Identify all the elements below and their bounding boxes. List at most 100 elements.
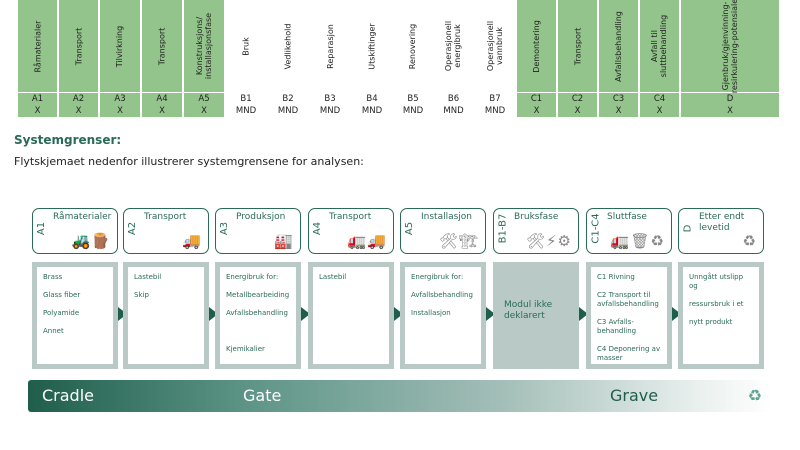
module-column-C4: Avfall til sluttbehandling C4 X (639, 0, 680, 118)
recycle-arrows-icon: ♻ (747, 386, 762, 405)
module-header: Avfallsbehandling (614, 10, 624, 82)
stage-content-C1-C4: C1 Rivning C2 Transport til avfallsbehand… (586, 262, 672, 369)
content-item: Avfallsbehandling (411, 291, 473, 299)
module-header: Gjenbruk/gjenvinning- resirkulering-pote… (721, 0, 739, 94)
stage-C1-C4: C1-C4 Sluttfase 🚛🗑♻ (586, 208, 672, 254)
factory-icon: 🏭 (274, 232, 294, 250)
module-column-A4: Transport A4 X (141, 0, 183, 118)
module-value: X (184, 105, 224, 117)
content-item: Lastebil (319, 273, 347, 281)
content-item: C1 Rivning (597, 273, 635, 281)
module-value: MND (443, 106, 464, 116)
stage-title: Produksjon (236, 212, 286, 222)
module-column-B6: Operasjonell energibruk B6 MND (433, 0, 474, 118)
module-column-A3: Tilvirkning A3 X (99, 0, 141, 118)
module-header: Vedlikehold (283, 23, 293, 69)
stage-title: Bruksfase (514, 212, 559, 222)
module-code: A2 (59, 93, 98, 105)
module-value: X (640, 105, 679, 117)
module-code: A1 (18, 93, 57, 105)
stage-D: D Etter endt levetid ♻ (678, 208, 764, 254)
module-value: X (517, 105, 556, 117)
arrow-right-icon (579, 307, 588, 321)
module-header: Utskiftinger (367, 22, 377, 70)
module-header: Demontering (532, 19, 541, 73)
arrow-right-icon (209, 307, 218, 321)
module-column-B1: Bruk B1 MND (225, 0, 267, 118)
dump-truck-bins-icon: 🚛🗑♻ (610, 232, 665, 250)
module-code: B2 (282, 94, 294, 104)
module-value: MND (277, 106, 299, 116)
content-item: Polyamide (43, 309, 80, 317)
module-code: C3 (599, 93, 638, 105)
module-header: Bruk (241, 36, 251, 56)
stage-A2: A2 Transport 🚚 (123, 208, 209, 254)
module-column-B7: Operasjonell vannbruk B7 MND (474, 0, 516, 118)
stage-code: A2 (127, 221, 139, 236)
arrow-right-icon (486, 307, 495, 321)
module-code: C4 (640, 93, 679, 105)
module-column-C2: Transport C2 X (557, 0, 598, 118)
content-item: Skip (134, 291, 149, 299)
module-header: Konstruksjons/ installasjonsfase (195, 12, 213, 80)
content-item: Annet (43, 327, 64, 335)
stage-code: A1 (36, 221, 48, 236)
raw-materials-icon: 🚜🪵 (71, 232, 111, 250)
stage-title: Etter endt levetid (699, 212, 745, 233)
content-item: C2 Transport til avfallsbehandling (597, 291, 659, 308)
recycle-icon: ♻ (742, 232, 757, 250)
module-header: Råmaterialer (33, 20, 43, 72)
grave-label: Grave (610, 386, 659, 405)
module-value: X (599, 105, 638, 117)
content-item: Kjemikalier (226, 345, 265, 353)
content-item: Brass (43, 273, 63, 281)
module-code: B7 (489, 94, 501, 104)
module-code: A4 (142, 93, 182, 105)
section-title: Systemgrenser: (14, 133, 122, 147)
module-value: X (18, 105, 57, 117)
content-item (226, 327, 290, 336)
content-item: ressursbruk i et (689, 300, 744, 308)
arrow-right-icon (394, 307, 403, 321)
content-item: Energibruk for: (226, 273, 279, 281)
trucks-icon: 🚛🚚 (347, 232, 387, 250)
module-value: MND (319, 106, 341, 116)
module-column-B2: Vedlikehold B2 MND (267, 0, 309, 118)
module-value: MND (402, 106, 424, 116)
content-item: Unngått utslipp og (689, 273, 744, 290)
module-header: Renovering (408, 23, 418, 69)
content-item: Glass fiber (43, 291, 81, 299)
stage-code: B1-B7 (497, 213, 509, 244)
gate-label: Gate (243, 386, 282, 405)
module-header: Tilvirkning (115, 25, 125, 67)
module-column-A1: Råmaterialer A1 X (17, 0, 58, 118)
module-column-B5: Renovering B5 MND (393, 0, 433, 118)
arrow-right-icon (672, 307, 681, 321)
stage-code: C1-C4 (590, 213, 602, 244)
module-column-D: Gjenbruk/gjenvinning- resirkulering-pote… (680, 0, 780, 118)
content-item: Modul ikke deklarert (504, 300, 553, 321)
module-code: A3 (100, 93, 140, 105)
module-code: B6 (447, 94, 460, 104)
arrow-right-icon (118, 307, 127, 321)
stage-title: Råmaterialer (53, 212, 112, 222)
module-code: B3 (324, 94, 336, 104)
module-column-C3: Avfallsbehandling C3 X (598, 0, 639, 118)
module-code: B1 (240, 94, 252, 104)
content-item: Lastebil (134, 273, 162, 281)
content-item: C4 Deponering av masser (597, 345, 661, 362)
stage-A4: A4 Transport 🚛🚚 (308, 208, 394, 254)
stage-content-A4: Lastebil (308, 262, 394, 369)
stage-code: A4 (312, 221, 324, 236)
module-code: D (681, 93, 779, 105)
stage-title: Installasjon (421, 212, 473, 222)
stage-code: A3 (219, 221, 231, 236)
stage-title: Sluttfase (607, 212, 647, 222)
arrow-right-icon (301, 307, 310, 321)
module-header: Transport (157, 27, 167, 65)
